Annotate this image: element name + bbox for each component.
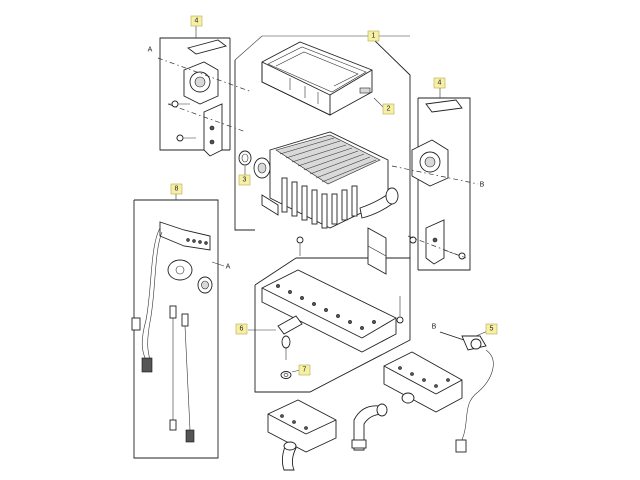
callout-6: 6 <box>235 323 248 335</box>
bracket-right-part <box>391 99 479 265</box>
ref-a-sensor: A <box>226 264 231 271</box>
top-tray-part <box>261 41 373 116</box>
sensor-terminal-pins <box>186 238 208 245</box>
callout-7-label: 7 <box>303 367 307 374</box>
callout-4-left: 4 <box>190 15 203 27</box>
callout-8: 8 <box>170 183 183 195</box>
ref-a-left: A <box>148 47 153 54</box>
callout-2-label: 2 <box>387 106 391 113</box>
lower-burner-rail-part <box>383 351 463 413</box>
sensor-harness-part <box>131 221 213 443</box>
heat-exchanger-fins <box>279 137 377 183</box>
bracket-left-part <box>157 39 253 157</box>
igniter-electrode-part <box>439 331 494 453</box>
frame-bracket-left-group <box>159 37 231 151</box>
frame-bracket-right-group <box>417 97 471 271</box>
washer-part <box>280 371 292 379</box>
pipe-elbow-right-part <box>351 392 415 451</box>
frame-sensor-harness-group <box>133 199 219 459</box>
ref-b-lower: B <box>432 324 437 331</box>
frame-burner-group <box>254 257 411 393</box>
callout-2: 2 <box>382 103 395 115</box>
gasket-ring-part <box>238 150 252 166</box>
callout-4-right-label: 4 <box>438 80 442 87</box>
heat-exchanger-tubes <box>281 177 358 229</box>
burner-part <box>261 236 404 360</box>
burner-jets <box>276 284 376 330</box>
callout-6-label: 6 <box>240 326 244 333</box>
callout-5: 5 <box>485 323 498 335</box>
callout-4-left-label: 4 <box>195 18 199 25</box>
callout-1-label: 1 <box>372 33 376 40</box>
pipe-elbow-left-part <box>281 441 297 471</box>
callout-1: 1 <box>367 30 380 42</box>
lower-burner-rail-left-part <box>267 399 337 453</box>
heat-exchanger-part <box>253 131 399 275</box>
ref-b-right: B <box>480 182 485 189</box>
callout-7: 7 <box>298 364 311 376</box>
callout-8-label: 8 <box>175 186 179 193</box>
callout-4-right: 4 <box>433 77 446 89</box>
callout-3: 3 <box>238 174 251 186</box>
callout-3-label: 3 <box>243 177 247 184</box>
callout-5-label: 5 <box>490 326 494 333</box>
